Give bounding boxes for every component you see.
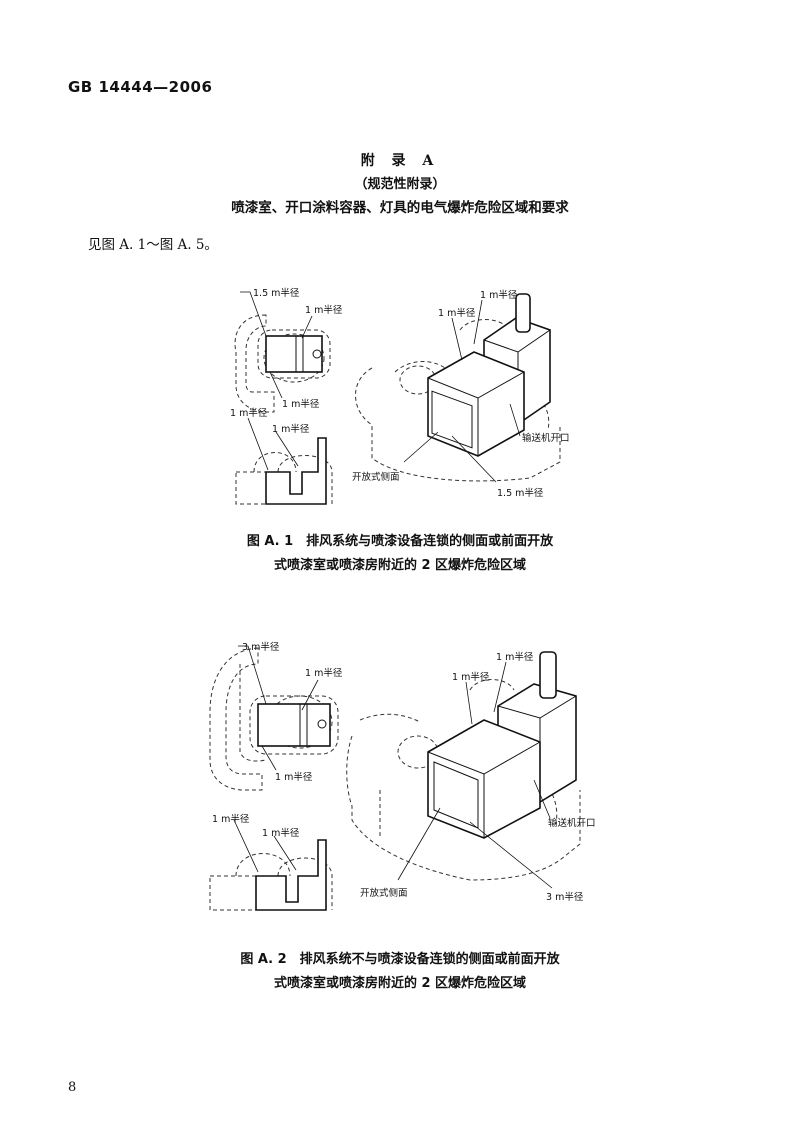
fig2-label-r1-iso-top: 1 m半径 bbox=[496, 651, 534, 663]
fig2-label-r1-b: 1 m半径 bbox=[275, 771, 313, 783]
figure-a2-drawing: 3 m半径 1 m半径 1 m半径 1 m半径 1 m半径 bbox=[209, 641, 596, 911]
appendix-nature: （规范性附录） bbox=[354, 177, 446, 192]
fig1-elevation-view bbox=[235, 437, 333, 505]
fig1-label-r15-top: 1.5 m半径 bbox=[253, 287, 300, 299]
figure-a1-caption-line2: 式喷漆室或喷漆房附近的 2 区爆炸危险区域 bbox=[273, 558, 527, 573]
appendix-subject: 喷漆室、开口涂料容器、灯具的电气爆炸危险区域和要求 bbox=[231, 200, 569, 216]
figure-a2-caption-line1: 图 A. 2 排风系统不与喷漆设备连锁的侧面或前面开放 bbox=[240, 952, 560, 967]
figure-a1-drawing: 1.5 m半径 1 m半径 1 m半径 1 m半径 1 m半径 bbox=[230, 287, 570, 505]
fig2-label-r1-c: 1 m半径 bbox=[212, 813, 250, 825]
fig1-label-r1-c: 1 m半径 bbox=[230, 407, 268, 419]
figure-a2-caption-line2: 式喷漆室或喷漆房附近的 2 区爆炸危险区域 bbox=[273, 976, 527, 991]
fig2-label-r1-iso: 1 m半径 bbox=[452, 671, 490, 683]
fig1-isometric-view bbox=[355, 293, 561, 482]
fig1-label-r1-d: 1 m半径 bbox=[272, 423, 310, 435]
fig2-isometric-view bbox=[346, 651, 581, 881]
page-number: 8 bbox=[68, 1080, 77, 1095]
fig1-label-r15-iso: 1.5 m半径 bbox=[497, 487, 544, 499]
appendix-title: 附 录 A bbox=[360, 153, 440, 169]
fig1-label-open-side: 开放式侧面 bbox=[352, 471, 400, 483]
fig2-label-open-side: 开放式侧面 bbox=[360, 887, 408, 899]
fig2-plan-view bbox=[209, 647, 339, 791]
standard-code: GB 14444—2006 bbox=[68, 78, 213, 96]
fig2-elevation-view bbox=[209, 839, 333, 911]
fig1-label-r1-iso: 1 m半径 bbox=[438, 307, 476, 319]
figure-a1-caption-line1: 图 A. 1 排风系统与喷漆设备连锁的侧面或前面开放 bbox=[246, 534, 554, 549]
fig1-label-conveyor: 输送机开口 bbox=[522, 432, 570, 444]
fig2-label-conveyor: 输送机开口 bbox=[548, 817, 596, 829]
fig2-label-r3-iso: 3 m半径 bbox=[546, 891, 584, 903]
fig1-label-r1-iso-top: 1 m半径 bbox=[480, 289, 518, 301]
fig2-label-r1-a: 1 m半径 bbox=[305, 667, 343, 679]
fig1-plan-view bbox=[234, 314, 331, 413]
fig2-label-r3-top: 3 m半径 bbox=[242, 641, 280, 653]
appendix-intro: 见图 A. 1～图 A. 5。 bbox=[88, 237, 218, 253]
fig2-label-r1-d: 1 m半径 bbox=[262, 827, 300, 839]
fig1-label-r1-a: 1 m半径 bbox=[305, 304, 343, 316]
fig1-label-r1-b: 1 m半径 bbox=[282, 398, 320, 410]
